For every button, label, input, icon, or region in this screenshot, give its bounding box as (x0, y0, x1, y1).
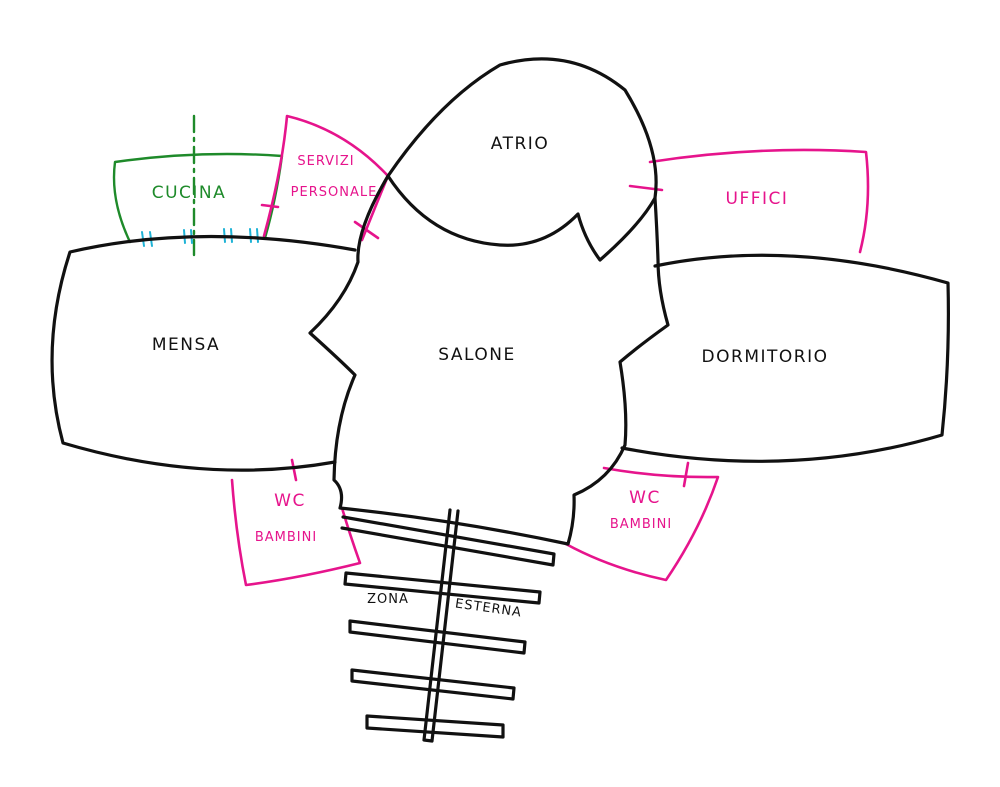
label-bambini-left: BAMBINI (255, 530, 317, 545)
atrio-room (386, 57, 658, 262)
label-salone: SALONE (438, 345, 515, 365)
label-wc-right: WC (629, 488, 661, 508)
salone-room (308, 174, 670, 546)
wc-bambini-left-room (230, 458, 362, 587)
label-cucina: CUCINA (152, 183, 227, 203)
dormitorio-room (620, 253, 950, 463)
label-dormitorio: DORMITORIO (702, 347, 829, 367)
label-atrio: ATRIO (491, 134, 549, 154)
label-wc-left: WC (274, 491, 306, 511)
mensa-room (50, 234, 357, 472)
label-bambini-right: BAMBINI (610, 517, 672, 532)
label-zona: ZONA (367, 592, 409, 607)
label-servizi: SERVIZI (297, 154, 354, 169)
label-uffici: UFFICI (726, 189, 789, 209)
label-mensa: MENSA (152, 335, 220, 355)
wc-bambini-right-room (564, 461, 720, 582)
label-personale: PERSONALE (291, 185, 378, 200)
zona-esterna-area (340, 508, 556, 743)
servizi-personale-room (260, 114, 390, 242)
